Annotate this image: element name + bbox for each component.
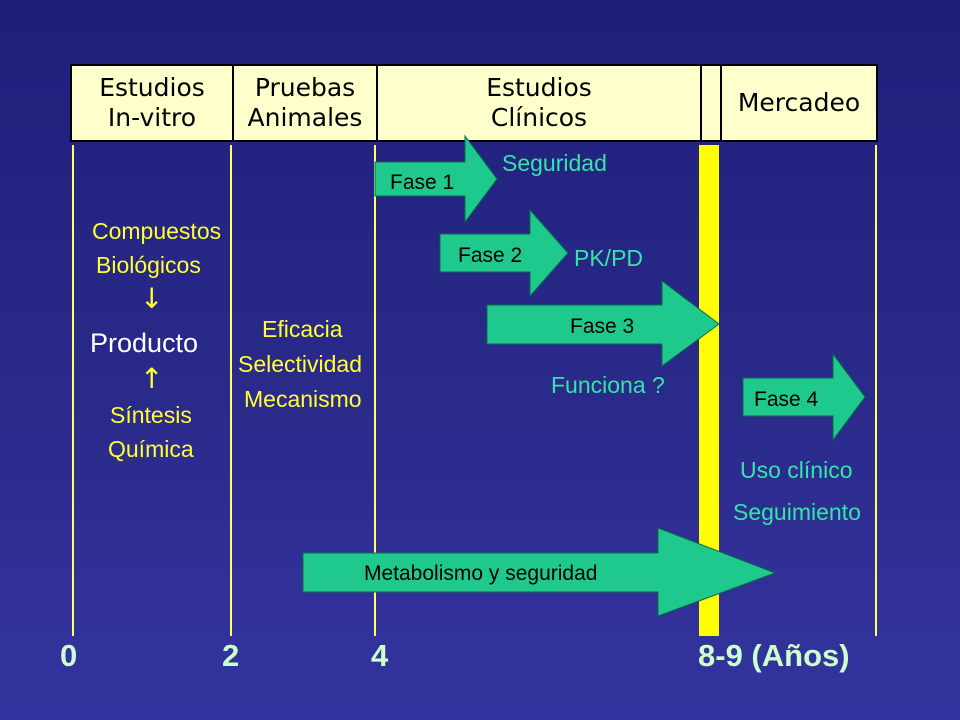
metabolismo-label: Metabolismo y seguridad [364,562,598,585]
header-mercadeo: Mercadeo [737,88,861,117]
label-compuestos: Compuestos [92,218,222,244]
label-uso-clinico: Uso clínico [740,457,853,483]
label-pkpd: PK/PD [574,245,644,271]
label-eficacia: Eficacia [262,316,343,342]
label-producto: Producto [90,328,199,358]
header-divider [376,66,378,140]
fase3-label: Fase 3 [570,315,635,338]
label-quimica: Química [108,436,194,462]
timeline-divider [875,145,877,636]
header-estudios-clinicos: Estudios Clínicos [486,73,592,132]
label-sintesis: Síntesis [110,402,192,428]
label-seguimiento: Seguimiento [733,499,861,525]
header-divider [232,66,234,140]
timeline-divider [230,145,232,636]
arrow-up-icon: ↑ [140,362,164,395]
header-pruebas-animales: Pruebas Animales [247,73,363,132]
fase2-arrow [439,208,569,298]
regulatory-approval-band [699,145,719,636]
label-seguridad: Seguridad [502,150,607,176]
header-bar: Estudios In-vitro Pruebas Animales Estud… [70,64,878,142]
fase4-arrow [742,352,866,442]
label-biologicos: Biológicos [96,252,201,278]
header-divider [700,66,702,140]
timeline-divider [374,145,376,636]
fase3-arrow [486,279,720,367]
timeline-divider [72,145,74,636]
axis-label-2: 2 [222,638,240,673]
label-selectividad: Selectividad [238,351,363,377]
arrow-down-icon: ↓ [140,282,164,315]
fase1-arrow [374,134,498,224]
header-estudios-in-vitro: Estudios In-vitro [99,73,205,132]
axis-label-4: 4 [371,638,389,673]
metabolismo-arrow [302,527,777,617]
fase2-label: Fase 2 [458,244,523,267]
fase4-label: Fase 4 [754,388,819,411]
label-mecanismo: Mecanismo [244,386,362,412]
axis-label-8-9-anos: 8-9 (Años) [698,638,850,673]
label-funciona: Funciona ? [551,372,665,398]
fase1-label: Fase 1 [390,171,455,194]
axis-label-0: 0 [60,638,78,673]
header-divider [720,66,722,140]
